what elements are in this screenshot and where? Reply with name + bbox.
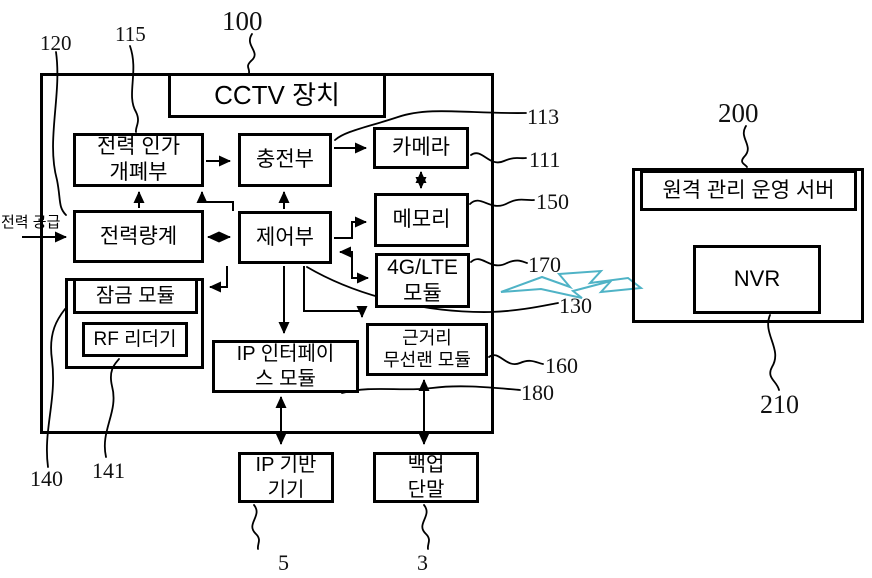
ref-label-115: 115	[115, 22, 146, 46]
ref-label-5: 5	[278, 550, 289, 575]
ref-label-130: 130	[559, 293, 592, 318]
ip-interface-box: IP 인터페이 스 모듈	[212, 340, 359, 393]
ip-device-label-line2: 기기	[267, 478, 305, 501]
memory-box: 메모리	[374, 193, 469, 247]
power-gate-label-line1: 전력 인가	[96, 135, 181, 159]
leader-3	[421, 504, 430, 550]
arrow-controller-to-wlan-module	[303, 266, 368, 318]
leader-210	[767, 314, 780, 391]
lte-module-label-line2: 모듈	[403, 281, 442, 305]
camera-box: 카메라	[373, 127, 469, 169]
wlan-module-label-line1: 근거리	[402, 327, 452, 348]
lock-module-title-box: 잠금 모듈	[73, 278, 198, 314]
ref-label-3: 3	[417, 550, 428, 575]
ref-label-170: 170	[528, 252, 561, 277]
ip-interface-label-line2: 스 모듈	[255, 367, 316, 390]
charger-label: 충전부	[256, 148, 314, 172]
ip-device-box: IP 기반 기기	[238, 452, 334, 503]
arrow-controller-lte-bidirectional	[339, 246, 369, 284]
charger-box: 충전부	[238, 133, 332, 187]
leader-111	[470, 152, 527, 164]
lte-module-label-line1: 4G/LTE	[387, 255, 458, 279]
backup-terminal-label-line1: 백업	[407, 454, 445, 477]
power-meter-label: 전력량계	[99, 224, 178, 248]
nvr-box: NVR	[693, 245, 821, 314]
leader-100	[247, 33, 256, 74]
wlan-module-label-line2: 무선랜 모듈	[383, 349, 471, 370]
wlan-module-box: 근거리 무선랜 모듈	[366, 323, 488, 376]
nvr-label: NVR	[733, 266, 781, 292]
ref-label-113: 113	[527, 104, 560, 129]
leader-180	[341, 385, 521, 394]
ref-label-111: 111	[529, 147, 561, 172]
leader-170	[470, 258, 528, 267]
ref-label-140: 140	[30, 466, 63, 491]
ref-label-180: 180	[521, 380, 554, 405]
leader-113	[334, 110, 527, 141]
cctv-device-title: CCTV 장치	[214, 79, 340, 110]
arrow-controller-to-power-gate	[196, 191, 234, 211]
controller-label: 제어부	[256, 225, 314, 249]
ref-label-100: 100	[222, 6, 263, 36]
ref-label-160: 160	[545, 353, 578, 378]
leader-5	[251, 504, 260, 550]
power-supply-line1: 전력	[1, 214, 29, 231]
camera-label: 카메라	[392, 136, 450, 160]
leader-115	[129, 45, 139, 133]
ref-label-210: 210	[760, 390, 799, 419]
arrow-controller-to-memory	[334, 216, 367, 239]
server-outer-box	[632, 168, 864, 323]
leader-120	[52, 51, 67, 216]
power-gate-label-line2: 개폐부	[109, 161, 168, 184]
ref-label-150: 150	[536, 189, 569, 214]
ref-label-120: 120	[40, 31, 72, 55]
leader-130	[306, 266, 559, 313]
leader-140	[46, 308, 66, 468]
server-title-box: 원격 관리 운영 서버	[640, 170, 857, 211]
power-meter-box: 전력량계	[73, 210, 204, 263]
backup-terminal-box: 백업 단말	[373, 452, 479, 503]
leader-200	[741, 125, 749, 168]
lock-module-label: 잠금 모듈	[95, 284, 176, 307]
arrow-controller-to-lock-module	[209, 266, 228, 293]
rf-reader-label: RF 리더기	[93, 328, 177, 350]
controller-box: 제어부	[238, 211, 332, 264]
power-gate-box: 전력 인가 개폐부	[73, 133, 204, 187]
rf-reader-box: RF 리더기	[82, 322, 188, 357]
ref-label-141: 141	[92, 458, 125, 483]
server-title: 원격 관리 운영 서버	[662, 178, 835, 202]
memory-label: 메모리	[392, 208, 451, 232]
power-supply-line2: 공급	[32, 214, 61, 231]
power-supply-annotation: 전력 공급	[1, 214, 60, 231]
leader-150	[469, 198, 535, 207]
leader-160	[488, 354, 544, 366]
ip-device-label-line1: IP 기반	[255, 454, 317, 477]
ref-label-200: 200	[718, 98, 759, 128]
backup-terminal-label-line2: 단말	[407, 478, 445, 501]
cctv-device-title-box: CCTV 장치	[168, 73, 386, 118]
leader-141	[103, 358, 120, 458]
lte-module-box: 4G/LTE 모듈	[375, 253, 470, 308]
ip-interface-label-line1: IP 인터페이	[236, 343, 335, 366]
